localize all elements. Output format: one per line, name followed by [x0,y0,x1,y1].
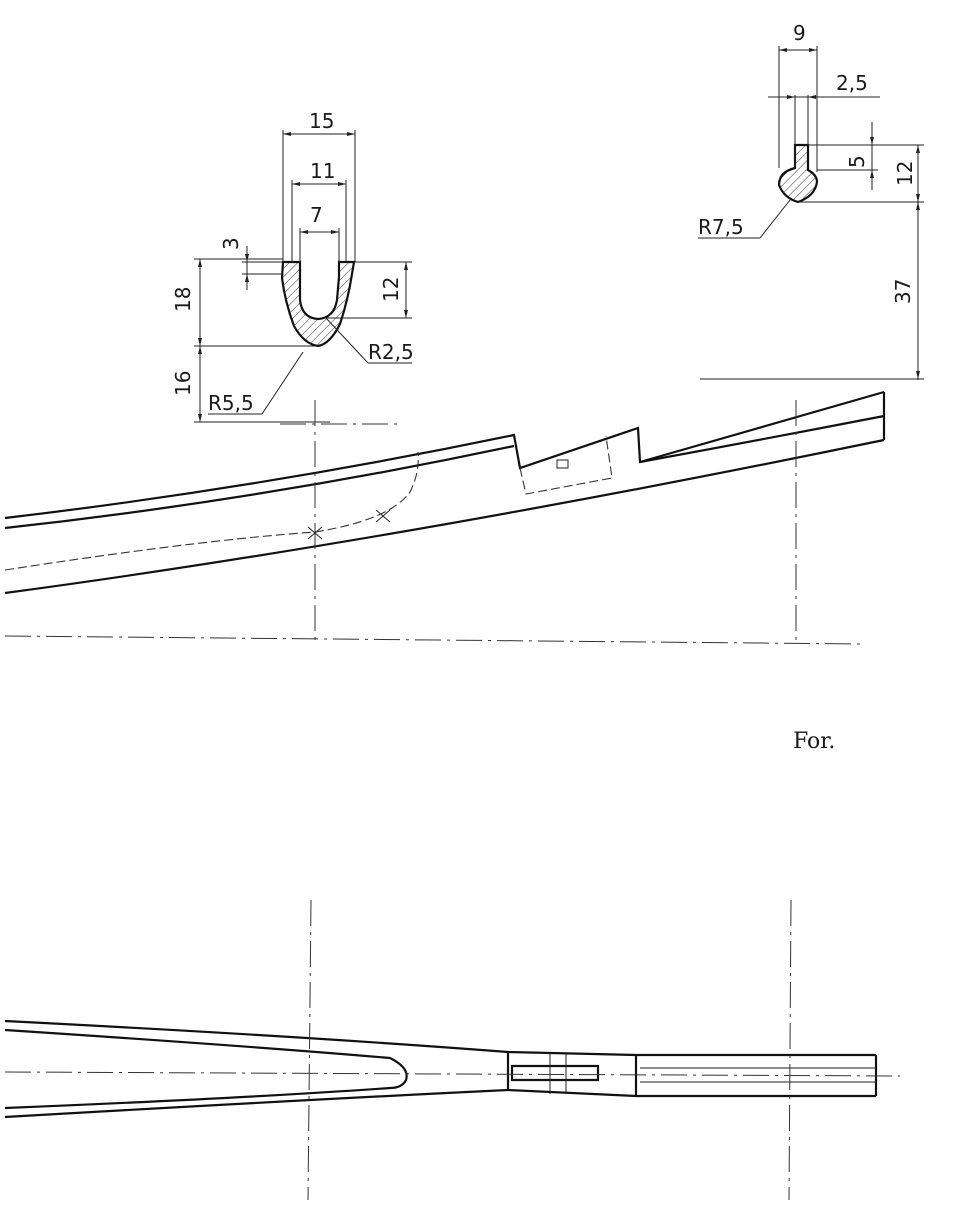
radius-r2-5: R2,5 [368,340,414,364]
dim-18: 18 [171,287,195,312]
dim-16: 16 [171,371,195,396]
section-a-profile [280,260,356,348]
dim-11: 11 [310,159,335,183]
dim-12a: 12 [379,277,403,302]
dim-3: 3 [219,237,243,250]
section-b: 9 2,5 5 12 37 R7,5 [698,21,924,380]
radius-r5-5: R5,5 [208,391,254,415]
label-for: For. [793,729,835,754]
dim-37: 37 [891,279,915,304]
section-a: 15 11 7 3 18 12 16 R2,5 [171,109,414,423]
dim-9: 9 [793,21,806,45]
dim-2-5: 2,5 [836,71,868,95]
top-view [4,899,901,1201]
dim-7: 7 [310,203,323,227]
radius-r7-5: R7,5 [698,215,744,239]
side-view [4,390,886,645]
dim-15: 15 [309,109,334,133]
dim-5: 5 [845,155,869,168]
dim-12b: 12 [893,161,917,186]
section-b-profile [777,143,819,204]
